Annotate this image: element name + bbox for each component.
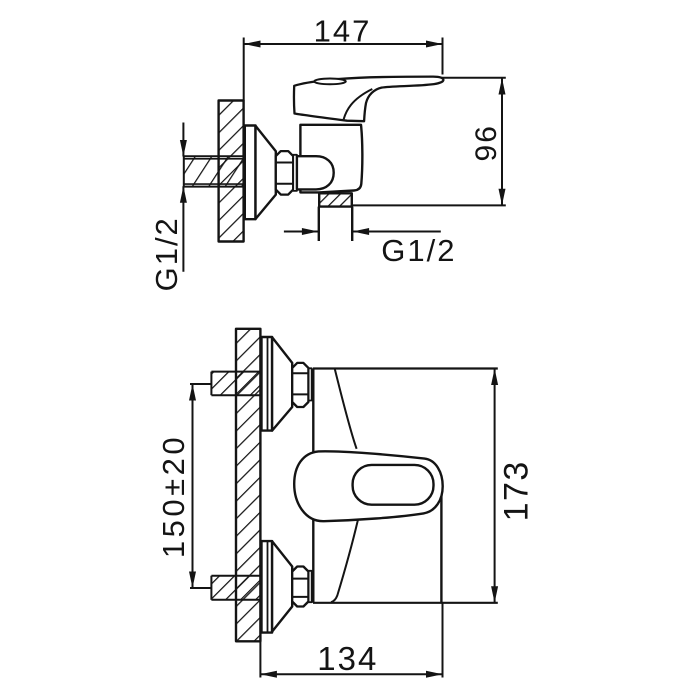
- svg-text:173: 173: [498, 460, 536, 521]
- svg-text:96: 96: [470, 124, 503, 161]
- svg-text:G1/2: G1/2: [149, 216, 184, 291]
- svg-text:134: 134: [317, 640, 378, 677]
- svg-text:150±20: 150±20: [156, 434, 191, 558]
- svg-text:G1/2: G1/2: [381, 233, 456, 268]
- svg-text:147: 147: [314, 13, 372, 48]
